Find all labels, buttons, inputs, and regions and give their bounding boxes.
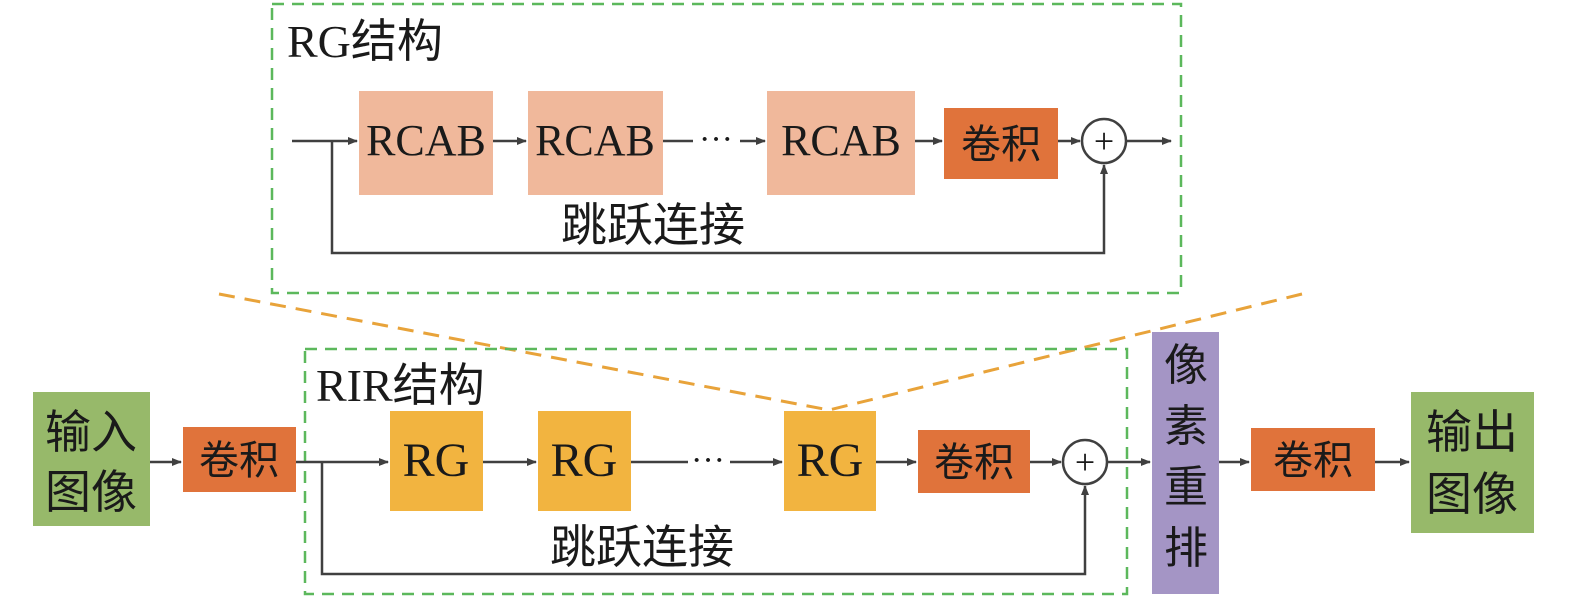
output-image-label-line2: 图像 xyxy=(1426,467,1518,521)
rg-conv-label: 卷积 xyxy=(961,122,1041,168)
rcab-block-3 xyxy=(767,91,915,195)
pixel-shuffle-char-2: 素 xyxy=(1164,401,1208,452)
output-image-block xyxy=(1411,392,1534,533)
rg-block-1-label: RG xyxy=(403,434,470,487)
rcab-block-2-label: RCAB xyxy=(535,116,655,165)
rir-sum-symbol: + xyxy=(1075,442,1095,482)
input-conv-label: 卷积 xyxy=(199,438,279,484)
rg-block-2-label: RG xyxy=(551,434,618,487)
rir-ellipsis: ··· xyxy=(691,442,725,479)
input-conv-block xyxy=(183,427,296,492)
rcab-block-3-label: RCAB xyxy=(781,116,901,165)
rg-block-3-label: RG xyxy=(797,434,864,487)
rg-flow-arrows xyxy=(292,137,1172,255)
pixel-shuffle-block xyxy=(1152,332,1219,594)
output-conv-label: 卷积 xyxy=(1273,438,1353,484)
rg-sum-symbol: + xyxy=(1094,121,1114,161)
rg-block-3 xyxy=(784,411,876,511)
rir-conv-block xyxy=(918,430,1030,493)
rg-block-1 xyxy=(390,411,483,511)
output-image-label-line1: 输出 xyxy=(1426,405,1518,459)
rg-structure-frame xyxy=(270,2,1183,295)
rir-conv-label: 卷积 xyxy=(934,440,1014,486)
pixel-shuffle-char-1: 像 xyxy=(1164,340,1208,391)
rg-ellipsis: ··· xyxy=(699,121,733,158)
pixel-shuffle-char-4: 排 xyxy=(1164,523,1208,574)
zoom-lines xyxy=(218,292,1303,412)
rir-skip-connection-label: 跳跃连接 xyxy=(550,520,734,574)
rcab-block-2 xyxy=(528,91,663,195)
pipeline-flow-arrows xyxy=(150,458,1410,576)
input-image-label-line1: 输入 xyxy=(45,405,137,459)
rg-conv-block xyxy=(944,108,1058,179)
rcab-block-1 xyxy=(359,91,493,195)
rg-structure-title: RG结构 xyxy=(287,16,443,67)
rir-structure-title: RIR结构 xyxy=(316,360,485,411)
output-conv-block xyxy=(1251,428,1375,491)
rg-skip-connection-label: 跳跃连接 xyxy=(561,198,745,252)
pixel-shuffle-char-3: 重 xyxy=(1164,462,1208,513)
rg-block-2 xyxy=(538,411,631,511)
input-image-block xyxy=(33,392,150,526)
rcab-block-1-label: RCAB xyxy=(366,116,486,165)
input-image-label-line2: 图像 xyxy=(45,465,137,519)
rir-structure-frame xyxy=(303,347,1129,596)
